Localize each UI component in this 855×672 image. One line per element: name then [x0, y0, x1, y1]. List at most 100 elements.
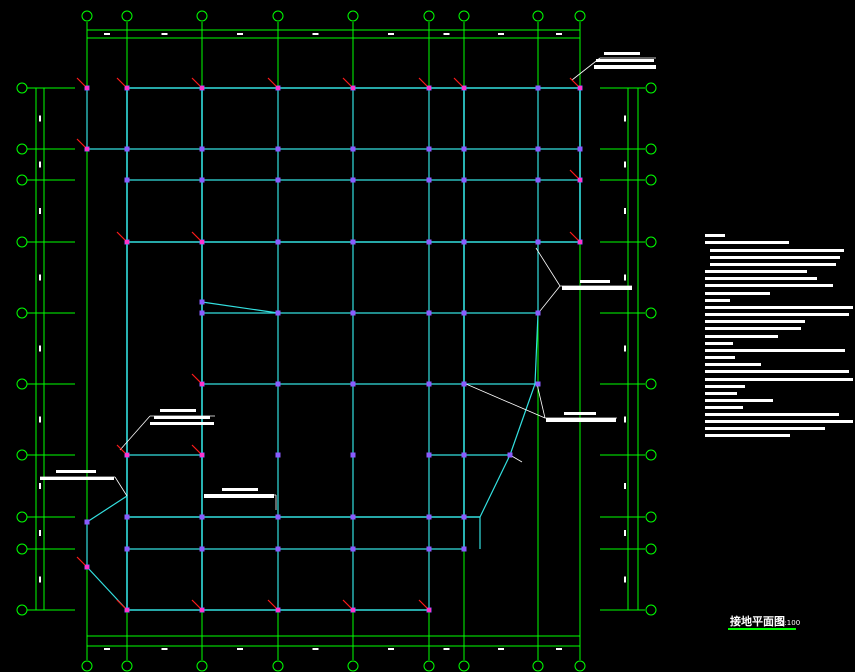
column-square-icon: [199, 310, 205, 316]
column-square-icon: [461, 239, 467, 245]
note-text-bar: [705, 356, 735, 359]
ground-rod-icon: [191, 231, 202, 242]
axis-bubble-icon: [272, 660, 284, 672]
ground-rod-icon: [191, 444, 202, 455]
column-square-icon: [535, 239, 541, 245]
column-square-icon: [426, 452, 432, 458]
axis-bubble-icon: [16, 449, 28, 461]
column-square-icon: [426, 546, 432, 552]
note-text-bar: [705, 320, 805, 323]
column-nodes: [76, 77, 583, 613]
axis-bubble-icon: [272, 10, 284, 22]
ground-rod-icon: [116, 77, 127, 88]
axis-bubble-icon: [196, 660, 208, 672]
column-square-icon: [577, 146, 583, 152]
column-square-icon: [350, 514, 356, 520]
dimension-tick-mark: [624, 161, 626, 168]
note-text-bar: [596, 59, 654, 62]
note-text-bar: [222, 488, 258, 491]
column-square-icon: [350, 546, 356, 552]
note-blocks: [40, 52, 853, 498]
ground-rod-icon: [569, 169, 580, 180]
ground-rod-icon: [200, 453, 204, 457]
ground-rod-icon: [191, 77, 202, 88]
note-text-bar: [705, 335, 778, 338]
note-text-bar: [705, 277, 817, 280]
ground-rod-icon: [578, 240, 582, 244]
column-square-icon: [199, 546, 205, 552]
column-square-icon: [350, 310, 356, 316]
ground-rod-icon: [200, 382, 204, 386]
axis-bubble-icon: [121, 660, 133, 672]
axis-bubble-icon: [645, 543, 657, 555]
note-text-bar: [705, 284, 833, 287]
dimension-tick-mark: [312, 33, 319, 35]
ground-rod-icon: [578, 178, 582, 182]
dimension-tick-mark: [104, 33, 110, 35]
column-square-icon: [275, 381, 281, 387]
ground-rod-icon: [418, 599, 429, 610]
ground-rod-icon: [76, 138, 87, 149]
ground-rod-icon: [191, 599, 202, 610]
column-square-icon: [350, 146, 356, 152]
ground-rod-icon: [76, 77, 87, 88]
axis-bubble-icon: [532, 10, 544, 22]
dimension-tick-mark: [443, 648, 450, 650]
drawing-scale: 1:100: [780, 619, 800, 627]
axis-bubble-icon: [423, 660, 435, 672]
column-square-icon: [535, 310, 541, 316]
column-square-icon: [350, 177, 356, 183]
ground-rod-icon: [351, 86, 355, 90]
note-text-bar: [705, 406, 743, 409]
dimension-tick-mark: [624, 208, 626, 214]
column-square-icon: [275, 177, 281, 183]
axis-bubble-icon: [645, 236, 657, 248]
column-square-icon: [461, 381, 467, 387]
structure-line: [201, 301, 279, 314]
axis-bubble-icon: [16, 82, 28, 94]
column-square-icon: [461, 177, 467, 183]
structure-line: [534, 312, 539, 385]
dimension-tick-mark: [388, 648, 394, 650]
dimension-tick-mark: [624, 416, 626, 423]
drawing-title: 接地平面图: [730, 614, 785, 628]
dimension-tick-mark: [39, 483, 41, 489]
column-square-icon: [426, 310, 432, 316]
note-text-bar: [705, 434, 790, 437]
dimension-tick-mark: [624, 345, 626, 352]
column-square-icon: [461, 310, 467, 316]
column-square-icon: [350, 452, 356, 458]
axis-bubble-icon: [458, 10, 470, 22]
dimension-tick-mark: [104, 648, 110, 650]
axis-bubble-icon: [574, 10, 586, 22]
column-square-icon: [461, 452, 467, 458]
column-square-icon: [426, 514, 432, 520]
dimension-tick-mark: [161, 33, 168, 35]
ground-rod-icon: [191, 373, 202, 384]
column-square-icon: [461, 146, 467, 152]
column-square-icon: [84, 519, 90, 525]
note-text-bar: [705, 399, 773, 402]
axis-bubble-icon: [121, 10, 133, 22]
note-text-bar: [546, 418, 616, 422]
dimension-tick-mark: [161, 648, 168, 650]
column-square-icon: [199, 299, 205, 305]
ground-rod-icon: [85, 147, 89, 151]
column-square-icon: [275, 310, 281, 316]
dimension-tick-mark: [443, 33, 450, 35]
axis-bubble-icon: [81, 660, 93, 672]
note-text-bar: [56, 470, 96, 473]
note-text-bar: [705, 313, 849, 316]
ground-rod-icon: [276, 608, 280, 612]
note-text-bar: [705, 363, 761, 366]
column-square-icon: [199, 177, 205, 183]
axis-bubble-icon: [16, 307, 28, 319]
column-square-icon: [461, 514, 467, 520]
note-text-bar: [705, 299, 730, 302]
dimension-tick-mark: [39, 161, 41, 168]
column-square-icon: [350, 381, 356, 387]
column-square-icon: [275, 239, 281, 245]
ground-rod-icon: [125, 453, 129, 457]
column-square-icon: [124, 514, 130, 520]
drawing-title-block: 接地平面图 1:100: [728, 614, 800, 630]
